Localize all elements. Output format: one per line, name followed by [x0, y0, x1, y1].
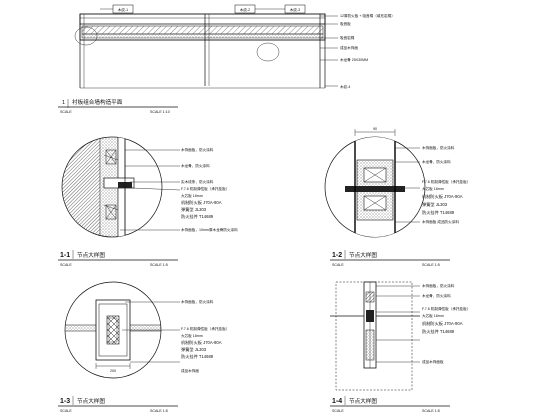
d3-note-3: 大芯板 18mm — [181, 333, 203, 338]
d1-note-3: 实木线条，防火涂料 — [181, 179, 214, 184]
wall-plan-section: 木纹-1 木纹-2 木纹-3 12厚防火板 + 吸音棉（填充岩棉） 吸音板 吸音… — [58, 4, 395, 114]
d4-note-2: 木龙骨，防火涂料 — [422, 293, 451, 298]
d4-note-7: 成品木饰面板 — [422, 359, 444, 364]
plan-note-2: 吸音板 — [340, 21, 351, 26]
d3-title: 节点大样图 — [77, 397, 105, 405]
d2-note-5: 机制防火板 J70A-90A — [422, 193, 463, 200]
plan-scale-left: SCALE — [60, 110, 72, 114]
plan-tag-3: 木纹-3 — [290, 7, 300, 12]
plan-note-5: 木龙骨 25X30MM — [340, 57, 368, 62]
plan-note-4: 成品木饰面 — [340, 45, 358, 50]
d1-note-4: F.7.6 机制弹性板（承托挂板） — [181, 186, 229, 191]
detail-1-4: 木饰面板，防火涂料 木龙骨，防火涂料 F.7.6 机制弹性板（承托挂板） 大芯板… — [330, 281, 470, 413]
d3-dimension: 200 — [110, 369, 116, 373]
d1-title-number: 1-1 — [60, 252, 70, 259]
d2-scale-right: SCALE 1:5 — [422, 263, 440, 267]
d1-note-8: 防火挂件 T14689 — [181, 213, 214, 220]
d4-note-6: 防火挂件 T14689 — [422, 328, 455, 335]
d1-scale-left: SCALE — [60, 263, 72, 267]
d4-note-1: 木饰面板，防火涂料 — [422, 283, 455, 288]
plan-tag-1: 木纹-1 — [118, 7, 128, 12]
d4-scale-left: SCALE — [332, 409, 344, 413]
d2-note-7: 防火挂件 T14689 — [422, 209, 455, 216]
plan-note-3: 吸音岩棉 — [340, 35, 355, 40]
d4-note-3: F.7.6 机制弹性板（承托挂板） — [422, 306, 470, 311]
d2-note-2: 木龙骨，防火涂料 — [422, 159, 451, 164]
d2-note-8: 木饰面板 成品防火涂料 — [422, 219, 459, 224]
d3-note-4: 机制防火板 J70A-90A — [181, 339, 222, 346]
d1-title: 节点大样图 — [77, 251, 105, 259]
d2-note-3: F.7.6 机制弹性板（承托挂板） — [422, 179, 470, 184]
d1-note-7: 弹簧型 JL303 — [181, 206, 207, 213]
d3-scale-left: SCALE — [60, 409, 72, 413]
d3-note-7: 成品木饰面 — [181, 368, 199, 373]
d2-note-4: 大芯板 18mm — [422, 186, 444, 191]
detail-1-1: 木饰面板，防火涂料 木龙骨，防火涂料 实木线条，防火涂料 F.7.6 机制弹性板… — [58, 136, 238, 267]
detail-1-3: 200 木饰面板，防火涂料 F.7.6 机制弹性板（承托挂板） 大芯板 18mm… — [58, 281, 229, 413]
d3-note-6: 防火挂件 T14689 — [181, 353, 214, 360]
d2-scale-left: SCALE — [332, 263, 344, 267]
d1-scale-right: SCALE 1:5 — [150, 263, 168, 267]
plan-title-number: 1 — [62, 100, 65, 106]
d4-title: 节点大样图 — [349, 397, 377, 405]
plan-tag-2: 木纹-2 — [240, 7, 250, 12]
d1-note-6: 机制防火板 J70A-90A — [181, 199, 222, 206]
plan-title: 衬板组合墙构造平面 — [72, 98, 123, 106]
d2-note-6: 弹簧型 JL303 — [422, 201, 448, 208]
d3-title-number: 1-3 — [60, 398, 70, 405]
detail-1-2: 90 木饰面板，防火涂料 木龙骨，防火涂料 F.7.6 机制弹性板（承托挂板） … — [324, 127, 470, 267]
d3-note-5: 弹簧型 JL303 — [181, 346, 207, 353]
d4-scale-right: SCALE 1:5 — [422, 409, 440, 413]
d2-note-1: 木饰面板，防火涂料 — [422, 145, 455, 150]
plan-note-1: 12厚防火板 + 吸音棉（填充岩棉） — [340, 13, 395, 18]
d3-note-2: F.7.6 机制弹性板（承托挂板） — [181, 326, 229, 331]
d4-note-5: 机制防火板 J70A-90A — [422, 320, 463, 327]
d4-note-4: 大芯板 18mm — [422, 313, 444, 318]
d1-note-5: 大芯板 18mm — [181, 193, 203, 198]
d2-title: 节点大样图 — [349, 251, 377, 259]
d3-scale-right: SCALE 1:5 — [150, 409, 168, 413]
plan-tag-4: 木纹-4 — [340, 84, 350, 89]
d2-dimension: 90 — [373, 127, 377, 131]
d1-bottom-note: 木饰面板，10mm厚木龙骨防火涂料 — [181, 227, 238, 232]
d1-note-2: 木龙骨，防火涂料 — [181, 163, 210, 168]
d2-title-number: 1-2 — [332, 252, 342, 259]
d4-title-number: 1-4 — [332, 398, 342, 405]
d3-note-1: 木饰面板，防火涂料 — [181, 299, 214, 304]
d1-note-1: 木饰面板，防火涂料 — [181, 147, 214, 152]
plan-scale-right: SCALE 1:10 — [150, 110, 170, 114]
